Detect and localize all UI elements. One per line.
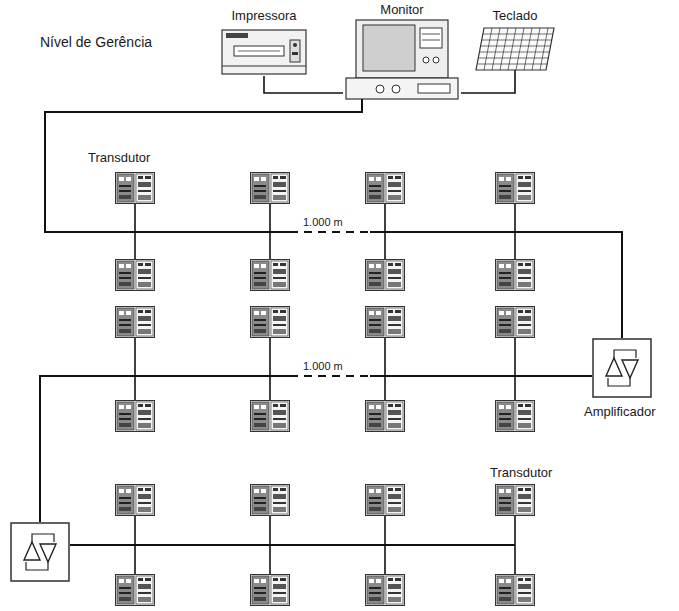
distance-label: 1.000 m bbox=[300, 214, 346, 230]
bus-line bbox=[40, 99, 622, 545]
drop-line bbox=[135, 204, 515, 574]
printer-icon bbox=[222, 30, 306, 74]
device-name: Teclado bbox=[471, 8, 559, 24]
device-label: Amplificador bbox=[584, 404, 656, 420]
device-name: Monitor bbox=[343, 2, 461, 18]
distance-label: 1.000 m bbox=[300, 358, 346, 374]
monitor-icon bbox=[346, 20, 458, 99]
device-name: Impressora bbox=[217, 8, 311, 24]
cable-line bbox=[264, 76, 343, 93]
device-label: Transdutor bbox=[490, 465, 552, 481]
transducer-icon bbox=[116, 173, 535, 606]
level-label: Nível de Gerência bbox=[40, 34, 152, 50]
device-box: Impressora bbox=[217, 8, 311, 76]
device-box: Teclado bbox=[471, 8, 559, 70]
keyboard-icon bbox=[476, 28, 554, 70]
device-label: Transdutor bbox=[88, 150, 150, 166]
cable-line bbox=[461, 70, 515, 93]
device-box: Monitor bbox=[343, 2, 461, 99]
amplifier-symbol bbox=[11, 339, 651, 581]
